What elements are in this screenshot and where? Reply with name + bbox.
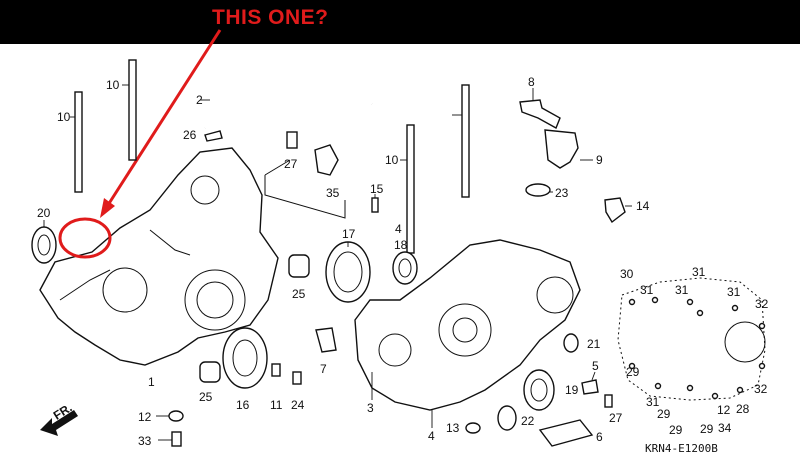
callout-4: 4 [395,222,402,236]
callout-19: 19 [565,383,579,397]
callout-29: 29 [669,423,683,437]
callout-7: 7 [320,362,327,376]
bearing-17 [325,241,371,303]
callout-28: 28 [736,402,750,416]
callout-25: 25 [292,287,306,301]
callout-23: 23 [555,186,569,200]
annotation-text: THIS ONE? [212,6,329,29]
callout-29: 29 [700,422,714,436]
callout-labels: 10 10 2 26 27 35 8 9 23 10 15 4 14 20 17… [37,75,769,448]
callout-32: 32 [755,297,769,311]
callout-16: 16 [236,398,250,412]
callout-10: 10 [57,110,71,124]
callout-14: 14 [636,199,650,213]
callout-8: 8 [528,75,535,89]
callout-5: 5 [592,359,599,373]
callout-21: 21 [587,337,601,351]
shift-parts [519,88,593,197]
callout-12: 12 [138,410,152,424]
callout-29: 29 [626,365,640,379]
callout-9: 9 [596,153,603,167]
top-black-bar [0,0,800,44]
callout-6: 6 [596,430,603,444]
annotation-highlight [58,29,222,259]
callout-26: 26 [183,128,197,142]
callout-32: 32 [754,382,768,396]
sensor-assembly [264,131,346,219]
callout-4: 4 [428,429,435,443]
callout-13: 13 [446,421,460,435]
callout-17: 17 [342,227,356,241]
callout-31: 31 [727,285,741,299]
callout-2: 2 [196,93,203,107]
callout-11: 11 [270,398,283,412]
stud-bolts-middle [400,84,470,254]
callout-27: 27 [284,157,298,171]
callout-15: 15 [370,182,384,196]
callout-25: 25 [199,390,213,404]
right-crankcase [354,239,581,411]
callout-10: 10 [385,153,399,167]
callout-31: 31 [646,395,660,409]
callout-27: 27 [609,411,623,425]
diagram-code: KRN4-E1200B [645,442,718,455]
callout-18: 18 [394,238,408,252]
callout-31: 31 [692,265,706,279]
callout-34: 34 [718,421,732,435]
right-cover [617,277,766,401]
front-direction-arrow [40,410,78,436]
callout-10: 10 [106,78,120,92]
callout-1: 1 [148,375,155,389]
stud-bolts-left [70,59,137,193]
callout-24: 24 [291,398,305,412]
callout-35: 35 [326,186,340,200]
callout-33: 33 [138,434,152,448]
callout-31: 31 [640,283,654,297]
callout-31: 31 [675,283,689,297]
callout-30: 30 [620,267,634,281]
callout-20: 20 [37,206,51,220]
callout-12: 12 [717,403,731,417]
left-crankcase [39,147,279,366]
callout-22: 22 [521,414,535,428]
callout-29: 29 [657,407,671,421]
callout-3: 3 [367,401,374,415]
